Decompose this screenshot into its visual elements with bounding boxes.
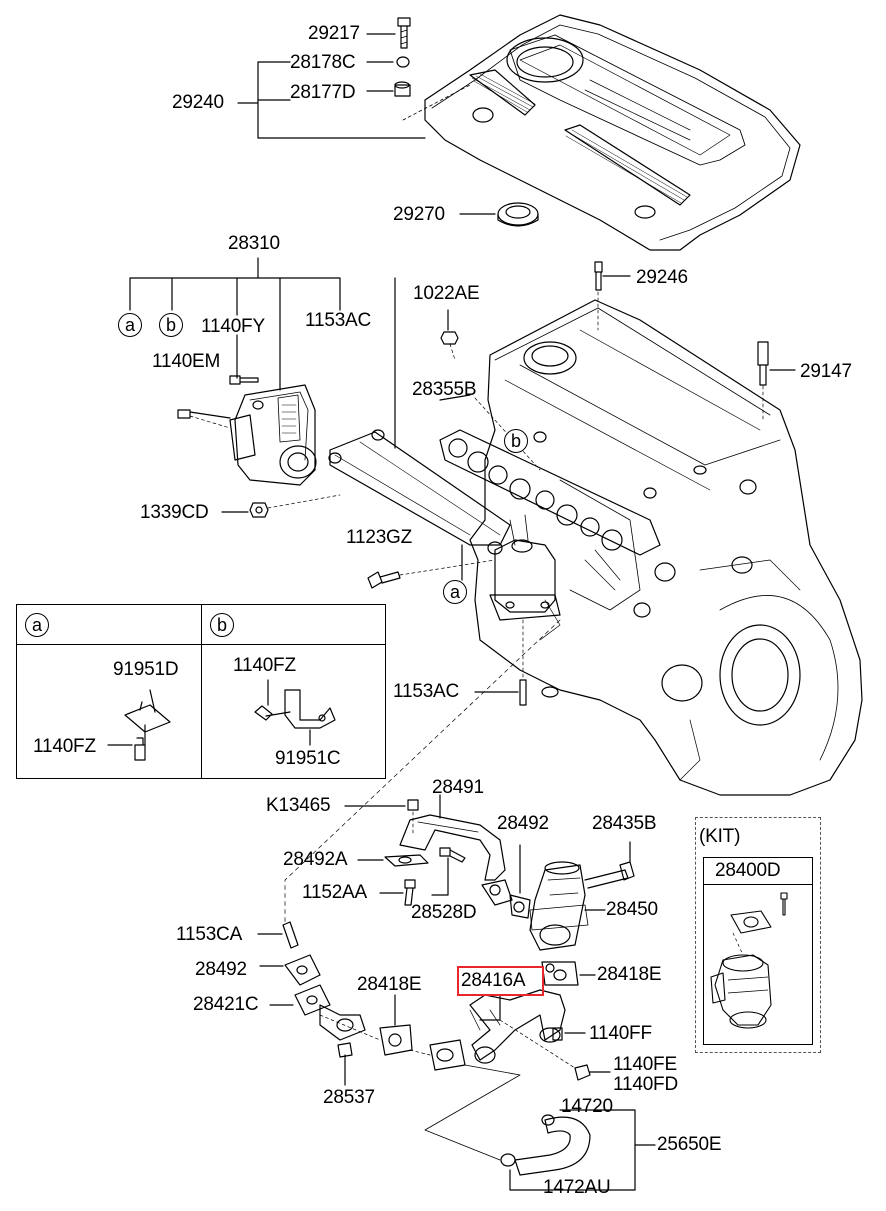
kit-inner-divider bbox=[703, 884, 813, 885]
kit-drawing bbox=[710, 892, 788, 1029]
egr-valve-28450 bbox=[529, 861, 589, 951]
kit-label: (KIT) bbox=[699, 826, 741, 847]
callout-a-engine: a bbox=[443, 580, 467, 604]
label-28537: 28537 bbox=[323, 1087, 375, 1108]
detail-inset-divider-v bbox=[201, 604, 202, 779]
label-1022ae: 1022AE bbox=[413, 283, 480, 304]
intake-rail bbox=[328, 429, 511, 546]
label-28492a: 28492A bbox=[283, 849, 348, 870]
label-28418e-right: 28418E bbox=[597, 964, 662, 985]
label-29240: 29240 bbox=[172, 92, 224, 113]
collar-28177D bbox=[394, 81, 411, 97]
label-1472au: 1472AU bbox=[543, 1177, 611, 1198]
label-29246: 29246 bbox=[636, 267, 688, 288]
egr-pipe-28416a bbox=[469, 989, 566, 1064]
label-91951d: 91951D bbox=[113, 659, 179, 680]
callout-a-top: a bbox=[118, 313, 142, 337]
egr-assembly bbox=[487, 514, 561, 621]
label-1152aa: 1152AA bbox=[302, 882, 368, 903]
label-1140ff: 1140FF bbox=[589, 1023, 652, 1044]
label-28421c: 28421C bbox=[193, 994, 259, 1015]
inset-callout-a: a bbox=[25, 613, 49, 637]
inset-callout-b: b bbox=[210, 613, 234, 637]
label-29217: 29217 bbox=[308, 23, 360, 44]
label-28400d: 28400D bbox=[715, 860, 781, 881]
label-1123gz: 1123GZ bbox=[346, 527, 413, 548]
label-29270: 29270 bbox=[393, 204, 445, 225]
callout-b-engine: b bbox=[504, 429, 528, 453]
throttle-body bbox=[229, 384, 317, 486]
label-25650e: 25650E bbox=[657, 1134, 722, 1155]
label-1339cd: 1339CD bbox=[140, 502, 209, 523]
cover-bolt-29217 bbox=[397, 17, 411, 49]
ring-29270 bbox=[497, 202, 539, 227]
engine-cover bbox=[424, 14, 801, 251]
bracket-91951d bbox=[124, 689, 171, 733]
label-28418e-left: 28418E bbox=[357, 974, 422, 995]
label-28435b: 28435B bbox=[592, 813, 657, 834]
label-28416a: 28416A bbox=[461, 970, 526, 991]
label-28178c: 28178C bbox=[290, 52, 356, 73]
label-28450: 28450 bbox=[606, 899, 658, 920]
engine-block bbox=[469, 299, 863, 796]
label-91951c: 91951C bbox=[275, 748, 341, 769]
label-1140em: 1140EM bbox=[152, 351, 221, 372]
label-28310: 28310 bbox=[228, 233, 280, 254]
bracket-91951c bbox=[284, 689, 336, 729]
label-28528d: 28528D bbox=[411, 902, 477, 923]
hose-25650e bbox=[500, 1114, 591, 1176]
kit-box bbox=[695, 817, 821, 1053]
label-1153ac-top: 1153AC bbox=[305, 310, 372, 331]
label-1140fz-a: 1140FZ bbox=[33, 736, 96, 757]
label-k13465: K13465 bbox=[266, 795, 331, 816]
highlight-28416a bbox=[457, 966, 544, 996]
label-1153ca: 1153CA bbox=[176, 924, 243, 945]
kit-inner-box bbox=[703, 857, 813, 1045]
egr-pipe-28491 bbox=[399, 814, 513, 906]
label-1153ac-mid: 1153AC bbox=[393, 681, 460, 702]
label-1140fz-b: 1140FZ bbox=[233, 655, 296, 676]
label-28355b: 28355B bbox=[412, 379, 477, 400]
label-28492-left: 28492 bbox=[195, 959, 247, 980]
label-1140fy: 1140FY bbox=[201, 316, 265, 337]
label-28491: 28491 bbox=[432, 777, 484, 798]
label-1140fd: 1140FD bbox=[613, 1074, 678, 1095]
label-14720: 14720 bbox=[561, 1096, 613, 1117]
gasket-28355b bbox=[439, 394, 661, 556]
grommet-28178C bbox=[396, 56, 410, 68]
label-28177d: 28177D bbox=[290, 82, 356, 103]
label-29147: 29147 bbox=[800, 361, 852, 382]
label-1140fe: 1140FE bbox=[613, 1054, 677, 1075]
callout-b-top: b bbox=[159, 313, 183, 337]
label-28492-top: 28492 bbox=[497, 813, 549, 834]
egr-pipe-28421c bbox=[284, 954, 366, 1041]
